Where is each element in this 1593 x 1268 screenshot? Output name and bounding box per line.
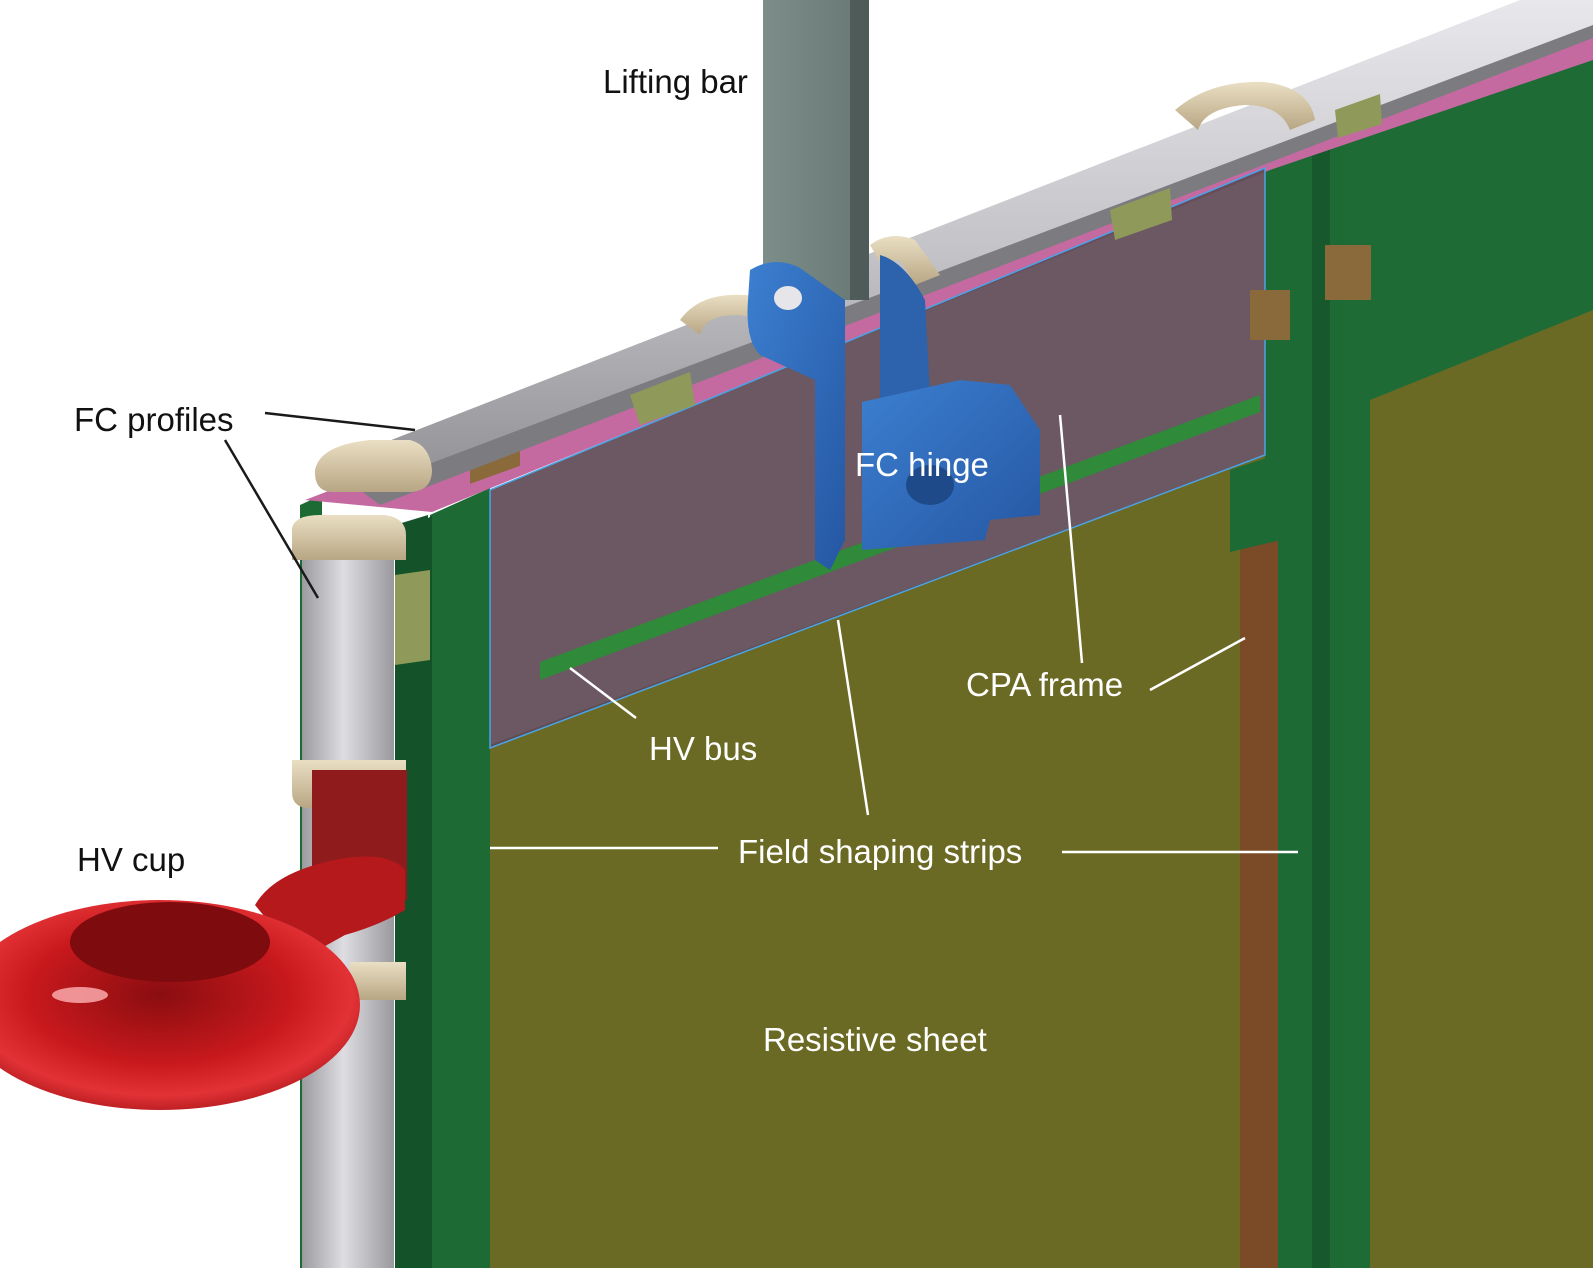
saddle-clamp-3 xyxy=(1175,81,1315,130)
saddle-clamp-2 xyxy=(870,236,940,285)
fc-hinge-eye xyxy=(774,286,802,310)
label-hv-cup: HV cup xyxy=(77,841,185,878)
leader-cpa-frame-upper xyxy=(1058,414,1084,664)
leader-hv-bus xyxy=(569,667,637,719)
field-shaping-strip-brown xyxy=(1240,525,1278,1268)
leader-fc-profiles-vertical xyxy=(223,439,320,599)
resistive-sheet xyxy=(490,455,1265,1268)
label-lifting-bar: Lifting bar xyxy=(603,63,748,100)
end-cap-vertical-low xyxy=(350,962,406,1000)
leader-fc-profiles-horizontal xyxy=(264,411,416,432)
end-cap-vertical-top xyxy=(292,515,406,560)
cpa-frame-left xyxy=(430,488,490,1268)
fc-profiles xyxy=(292,0,1593,1268)
fc-hinge xyxy=(747,255,1040,570)
profile-mount-2 xyxy=(1110,188,1172,240)
profile-mount-4 xyxy=(395,570,430,665)
profile-mount-3 xyxy=(1335,94,1382,138)
strip-holder xyxy=(1230,450,1290,552)
lifting-bar-side xyxy=(850,0,869,300)
leader-field-shaping-center xyxy=(836,619,870,816)
frame-left-dark xyxy=(395,515,428,1268)
labels: Lifting bar FC profiles FC hinge CPA fra… xyxy=(74,63,1123,1058)
fc-profile-horizontal xyxy=(345,0,1593,500)
bracket-right xyxy=(1325,245,1371,300)
label-hv-bus: HV bus xyxy=(649,730,757,767)
bracket-mid xyxy=(1250,290,1290,340)
label-resistive-sheet: Resistive sheet xyxy=(763,1021,987,1058)
end-cap-top-left xyxy=(314,440,432,492)
leader-cpa-frame-lower xyxy=(1149,636,1246,692)
lifting-bar xyxy=(763,0,869,300)
hv-cup-torus-inner xyxy=(70,902,270,982)
fc-hinge-hole xyxy=(906,465,954,505)
cpa-frame-vertical-edge xyxy=(1312,143,1330,1268)
hv-cup xyxy=(0,770,407,1110)
fc-hinge-body xyxy=(747,261,845,570)
cpa-panel xyxy=(300,8,1593,1268)
profile-mount-1 xyxy=(630,372,695,425)
inner-panel-outline xyxy=(489,166,1266,750)
label-fc-hinge: FC hinge xyxy=(855,446,989,483)
label-fc-profiles: FC profiles xyxy=(74,401,234,438)
fc-hinge-right xyxy=(880,255,930,400)
label-field-shaping-strips: Field shaping strips xyxy=(738,833,1022,870)
leader-lines xyxy=(223,411,1298,854)
hv-cup-highlight xyxy=(52,987,108,1003)
fc-hinge-block xyxy=(862,380,1040,550)
resistive-sheet-right xyxy=(1370,310,1593,1268)
label-cpa-frame: CPA frame xyxy=(966,666,1123,703)
